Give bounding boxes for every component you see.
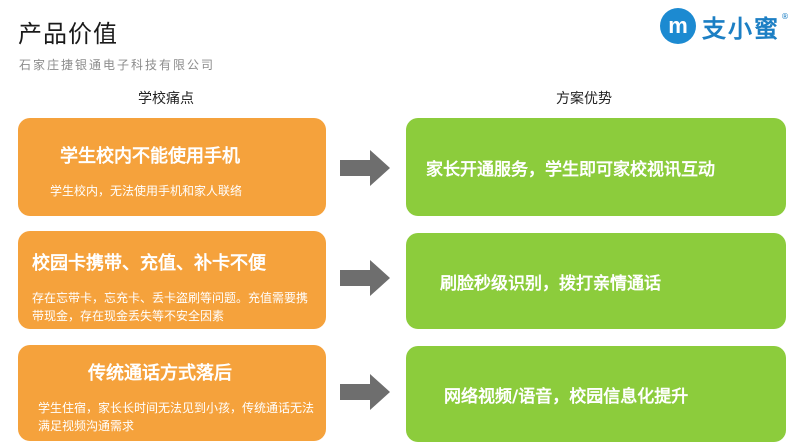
logo-mark-icon: m <box>660 8 696 44</box>
pain-desc: 存在忘带卡，忘充卡、丢卡盗刷等问题。充值需要携带现金，存在现金丢失等不安全因素 <box>32 291 309 323</box>
advantage-text: 网络视频/语音，校园信息化提升 <box>444 386 689 407</box>
pain-title: 学生校内不能使用手机 <box>60 146 240 167</box>
advantage-text: 刷脸秒级识别，拨打亲情通话 <box>440 273 661 294</box>
advantage-card-2: 刷脸秒级识别，拨打亲情通话 <box>406 233 786 329</box>
pain-title: 校园卡携带、充值、补卡不便 <box>32 253 266 274</box>
company-name: 石家庄捷银通电子科技有限公司 <box>19 58 216 72</box>
advantage-card-1: 家长开通服务，学生即可家校视讯互动 <box>406 118 786 216</box>
advantage-card-3: 网络视频/语音，校园信息化提升 <box>406 346 786 442</box>
pain-title: 传统通话方式落后 <box>88 363 232 384</box>
advantage-text: 家长开通服务，学生即可家校视讯互动 <box>426 159 715 180</box>
arrow-right-icon <box>340 150 390 186</box>
brand-logo: m 支小蜜 ® <box>660 8 789 44</box>
pain-points-heading: 学校痛点 <box>138 91 194 107</box>
pain-card-3: 传统通话方式落后 学生住宿，家长长时间无法见到小孩，传统通话无法满足视频沟通需求 <box>18 345 326 441</box>
advantages-heading: 方案优势 <box>556 91 612 107</box>
pain-desc: 学生校内，无法使用手机和家人联络 <box>50 184 243 198</box>
logo-text: 支小蜜 <box>702 14 780 43</box>
arrow-right-icon <box>340 374 390 410</box>
page-title: 产品价值 <box>18 20 118 48</box>
arrow-right-icon <box>340 260 390 296</box>
registered-mark: ® <box>781 11 789 21</box>
pain-card-2: 校园卡携带、充值、补卡不便 存在忘带卡，忘充卡、丢卡盗刷等问题。充值需要携带现金… <box>18 231 326 329</box>
pain-card-1: 学生校内不能使用手机 学生校内，无法使用手机和家人联络 <box>18 118 326 216</box>
pain-desc: 学生住宿，家长长时间无法见到小孩，传统通话无法满足视频沟通需求 <box>38 401 315 433</box>
